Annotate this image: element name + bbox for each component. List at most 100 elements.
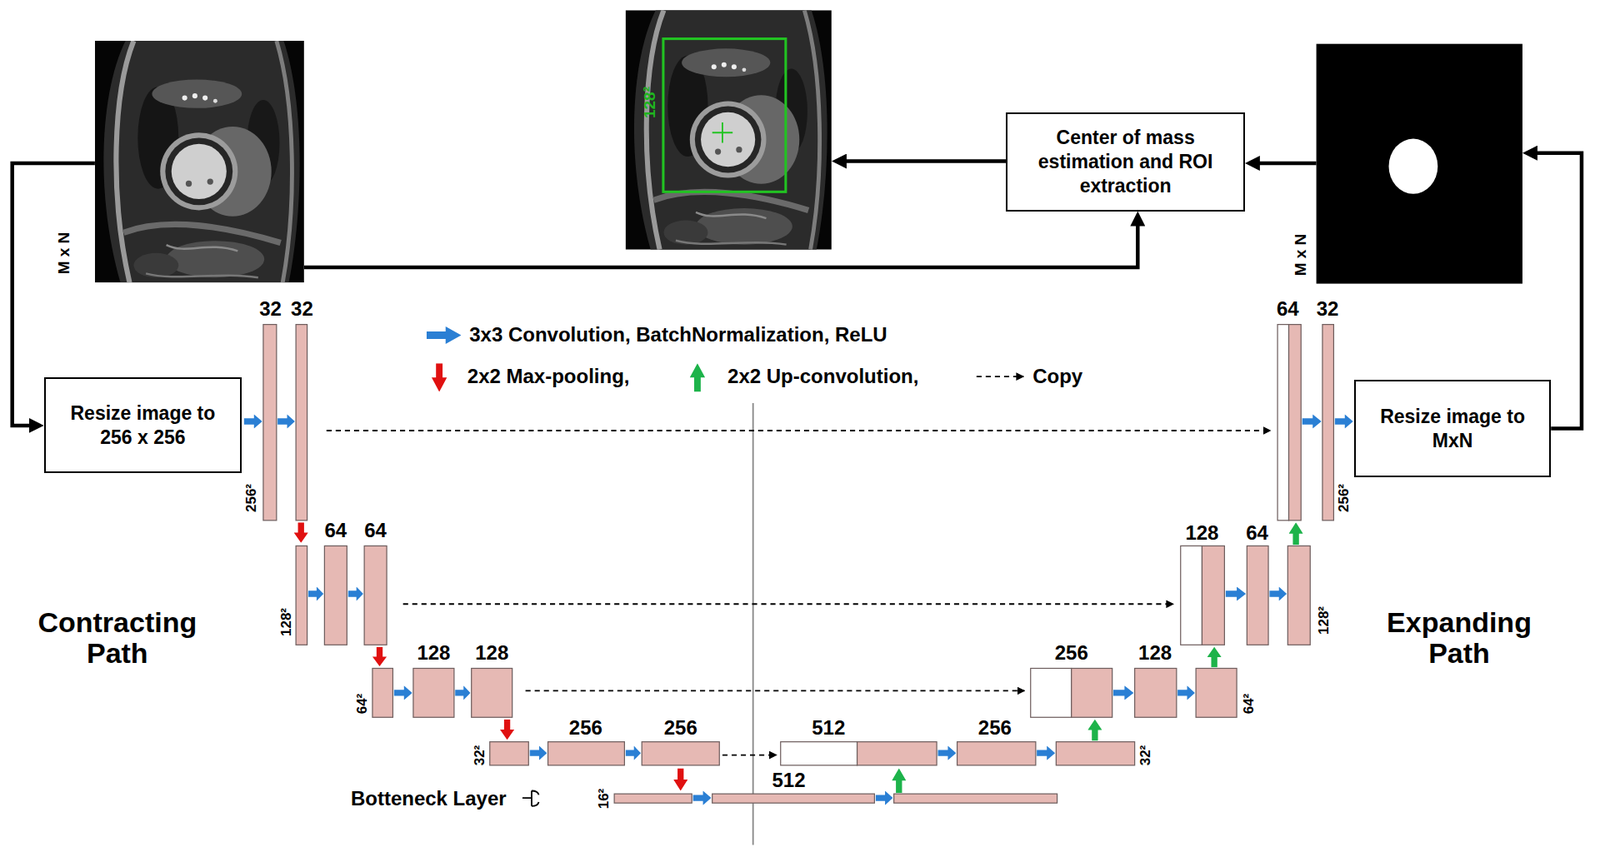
roi-box	[663, 39, 786, 193]
feature-map	[957, 742, 1036, 766]
pool-arrow	[673, 769, 688, 792]
upconv-arrow	[1289, 522, 1304, 545]
channel-count: 64	[324, 520, 347, 542]
feature-size-label: 128²	[279, 608, 295, 637]
conv-arrow	[277, 414, 295, 429]
conv-arrow	[937, 746, 956, 761]
feature-map	[1071, 668, 1113, 718]
copied-feature-map	[1277, 325, 1289, 521]
conv-arrow	[1225, 586, 1246, 601]
flow-arrow	[1252, 161, 1317, 166]
legend-item: 3x3 Convolution, BatchNormalization, ReL…	[469, 323, 887, 347]
feature-map	[1246, 545, 1269, 645]
conv-arrow	[1301, 414, 1321, 429]
divider-line	[752, 403, 755, 845]
feature-map	[372, 668, 393, 718]
feature-map	[471, 668, 513, 718]
mask-image: M x N	[1316, 44, 1523, 285]
copied-feature-map	[1030, 668, 1072, 718]
cardiac-mri-image	[625, 10, 832, 250]
feature-size-label: 16²	[596, 789, 613, 810]
conv-arrow	[455, 685, 470, 700]
center-mark	[712, 122, 733, 144]
legend-upconv-arrow	[690, 363, 705, 392]
legend-conv-arrow	[426, 326, 462, 345]
legend-item: Copy	[1032, 365, 1083, 389]
flow-arrow	[304, 219, 1138, 268]
process-box: Resize image to 256 x 256	[44, 377, 243, 474]
feature-map	[1135, 668, 1177, 718]
conv-arrow	[1036, 746, 1055, 761]
copy-line	[722, 755, 777, 757]
upconv-arrow	[1087, 720, 1102, 742]
legend-item: 2x2 Up-convolution,	[727, 365, 919, 389]
feature-map	[641, 742, 720, 766]
channel-count: 32	[1316, 298, 1340, 320]
upconv-arrow	[891, 769, 906, 794]
feature-map	[712, 794, 875, 804]
feature-size-label: 32²	[471, 745, 488, 766]
legend-copy-line	[976, 375, 1024, 378]
legend-pool-arrow	[431, 363, 447, 392]
process-box: Center of mass estimation and ROI extrac…	[1005, 112, 1245, 212]
channel-count: 256	[978, 716, 1012, 739]
path-title: Contracting Path	[15, 606, 220, 670]
channel-count: 128	[475, 642, 509, 665]
feature-size-label: 256²	[1335, 484, 1352, 513]
feature-map	[1287, 545, 1310, 645]
feature-size-label: 32²	[1138, 745, 1155, 766]
feature-map	[548, 742, 625, 766]
conv-arrows	[244, 414, 1354, 805]
feature-map	[263, 325, 277, 521]
copy-line	[525, 690, 1025, 693]
channel-count: 64	[1245, 521, 1269, 544]
bracket	[522, 790, 540, 806]
legend-text: 2x2 Up-convolution,	[727, 365, 919, 388]
channel-count: 32	[259, 298, 282, 320]
conv-arrow	[394, 685, 413, 700]
copy-lines	[326, 430, 1271, 756]
feature-size-label: 64²	[1240, 694, 1257, 715]
conv-arrow	[1269, 586, 1287, 601]
layer-label: Botteneck Layer	[350, 788, 507, 810]
upconv-arrow	[1207, 647, 1222, 669]
legend-text: Copy	[1032, 365, 1083, 388]
feature-map	[295, 545, 307, 645]
pool-arrow	[294, 522, 309, 544]
feature-map	[364, 545, 387, 645]
copy-line	[326, 430, 1271, 432]
channel-count: 64	[1276, 298, 1300, 320]
conv-arrow	[625, 746, 641, 761]
feature-map	[324, 545, 347, 645]
segmentation-mask	[1316, 44, 1523, 285]
channel-count: 256	[664, 716, 698, 739]
pool-arrow	[500, 720, 515, 741]
feature-map	[614, 794, 692, 804]
mask-blob	[1389, 139, 1439, 195]
channel-count: 256	[1055, 642, 1089, 665]
feature-map	[490, 742, 530, 766]
path-title: Expanding Path	[1357, 606, 1562, 670]
feature-map	[413, 668, 455, 718]
conv-arrow	[308, 586, 324, 601]
copy-line	[403, 603, 1174, 605]
process-label: Resize image to 256 x 256	[45, 401, 241, 450]
conv-arrow	[875, 790, 894, 805]
upconv-arrows	[891, 522, 1303, 794]
feature-maps	[263, 325, 1334, 805]
conv-arrow	[692, 790, 711, 805]
feature-map	[295, 325, 307, 521]
feature-map	[1201, 545, 1225, 645]
process-label: Center of mass estimation and ROI extrac…	[1007, 125, 1244, 198]
pool-arrow	[372, 647, 387, 667]
process-box: Resize image to MxN	[1354, 380, 1551, 479]
image-size-label: M x N	[55, 231, 74, 275]
legend-text: 3x3 Convolution, BatchNormalization, ReL…	[469, 323, 887, 346]
channel-count: 512	[771, 770, 805, 792]
conv-arrow	[530, 746, 548, 761]
copied-feature-map	[780, 742, 858, 766]
cardiac-mri-image	[95, 40, 305, 283]
conv-arrow	[1335, 414, 1354, 429]
conv-arrow	[348, 586, 364, 601]
channel-count: 32	[290, 298, 314, 320]
